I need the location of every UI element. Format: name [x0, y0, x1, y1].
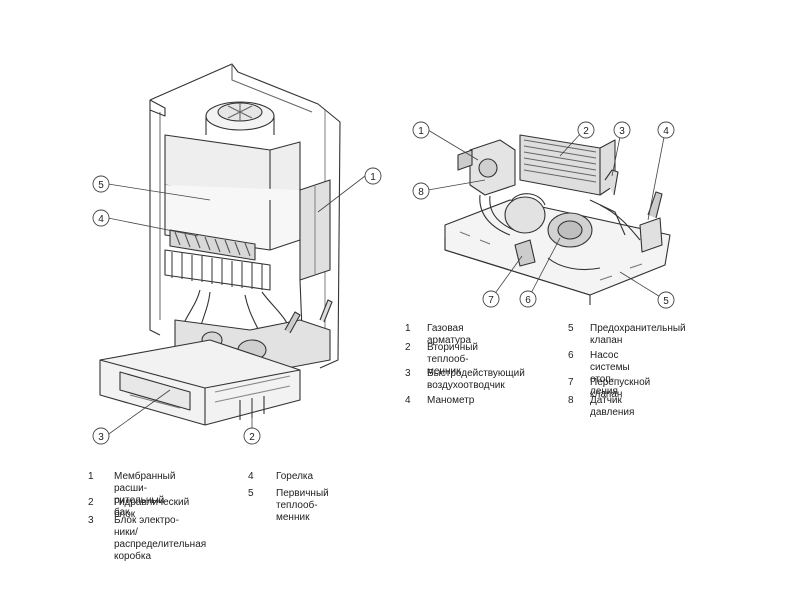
- primary-heat-exchanger: [164, 249, 271, 291]
- callout-right-3-label: 3: [619, 126, 625, 137]
- callout-right-5-label: 5: [663, 296, 669, 307]
- burner: [169, 229, 256, 261]
- legend-left-item: 1 Мембранный расши- рительный бак: [88, 471, 175, 519]
- legend-right-item: 7 Перепускной клапан: [568, 377, 650, 401]
- legend-left-item: 4 Горелка: [248, 471, 313, 483]
- callout-right-7-label: 7: [488, 295, 494, 306]
- bypass-valve: [514, 239, 536, 267]
- legend-number: 4: [405, 395, 411, 406]
- callout-right-4-label: 4: [663, 126, 669, 137]
- legend-number: 8: [568, 395, 574, 406]
- legend-text: Гидравлический блок: [114, 497, 190, 520]
- callout-right-8-label: 8: [418, 187, 424, 198]
- callout-right-6-label: 6: [525, 295, 531, 306]
- legend-text: Перепускной клапан: [590, 377, 651, 400]
- callout-left-2: [243, 427, 261, 445]
- callout-left-5-label: 5: [98, 180, 104, 191]
- legend-right-item: 6 Насос системы отоп- ления: [568, 350, 630, 398]
- callout-left-1-label: 1: [370, 172, 376, 183]
- callout-right-6: [519, 290, 537, 308]
- legend-number: 2: [405, 342, 411, 353]
- callout-left-1: [364, 167, 382, 185]
- legend-text: Горелка: [276, 471, 314, 482]
- callout-right-7: [482, 290, 500, 308]
- legend-right-item: 2 Вторичный теплооб- менник: [405, 342, 478, 378]
- callout-left-3-label: 3: [98, 432, 104, 443]
- callout-left-4: [92, 209, 110, 227]
- callout-right-8: [412, 182, 430, 200]
- legend-number: 2: [88, 497, 94, 508]
- callout-right-5: [657, 291, 675, 309]
- callout-left-2-label: 2: [249, 432, 255, 443]
- legend-number: 3: [405, 368, 411, 379]
- legend-text: Вторичный теплооб- менник: [427, 342, 479, 377]
- legend-number: 7: [568, 377, 574, 388]
- legend-number: 5: [248, 488, 254, 499]
- legend-left-item: 2 Гидравлический блок: [88, 497, 189, 521]
- callout-right-4: [657, 121, 675, 139]
- legend-right-item: 1 Газовая арматура: [405, 323, 471, 347]
- legend-number: 1: [405, 323, 411, 334]
- electronics-box: [99, 339, 301, 426]
- legend-text: Быстродействующий воздухоотводчик: [427, 368, 525, 391]
- air-vent: [604, 169, 619, 196]
- legend-number: 6: [568, 350, 574, 361]
- legend-number: 1: [88, 471, 94, 482]
- hydraulic-base-plate: [444, 199, 671, 296]
- legend-left-item: 3 Блок электро- ники/распределительная к…: [88, 515, 206, 563]
- callout-right-2: [577, 121, 595, 139]
- callout-right-2-label: 2: [583, 126, 589, 137]
- legend-text: Датчик давления: [590, 395, 635, 418]
- legend-number: 5: [568, 323, 574, 334]
- callout-left-3: [92, 427, 110, 445]
- legend-text: Блок электро- ники/распределительная кор…: [114, 515, 207, 562]
- safety-valve: [639, 217, 663, 253]
- manometer: [647, 191, 663, 219]
- callout-left-5: [92, 175, 110, 193]
- legend-text: Предохранительный клапан: [590, 323, 686, 346]
- legend-text: Мембранный расши- рительный бак: [114, 471, 176, 518]
- callout-right-1: [412, 121, 430, 139]
- legend-right-item: 8 Датчик давления: [568, 395, 634, 419]
- legend-text: Газовая арматура: [427, 323, 472, 346]
- legend-right-item: 4 Манометр: [405, 395, 474, 407]
- legend-text: Насос системы отоп- ления: [590, 350, 630, 397]
- legend-number: 3: [88, 515, 94, 526]
- pump-housing: [504, 196, 546, 234]
- callout-left-4-label: 4: [98, 214, 104, 225]
- callout-right-3: [613, 121, 631, 139]
- legend-number: 4: [248, 471, 254, 482]
- legend-text: Манометр: [427, 395, 475, 406]
- legend-left-item: 5 Первичный теплооб- менник: [248, 488, 329, 524]
- callout-right-1-label: 1: [418, 126, 424, 137]
- legend-right-item: 5 Предохранительный клапан: [568, 323, 686, 347]
- legend-text: Первичный теплооб- менник: [276, 488, 329, 523]
- legend-right-item: 3 Быстродействующий воздухоотводчик: [405, 368, 525, 392]
